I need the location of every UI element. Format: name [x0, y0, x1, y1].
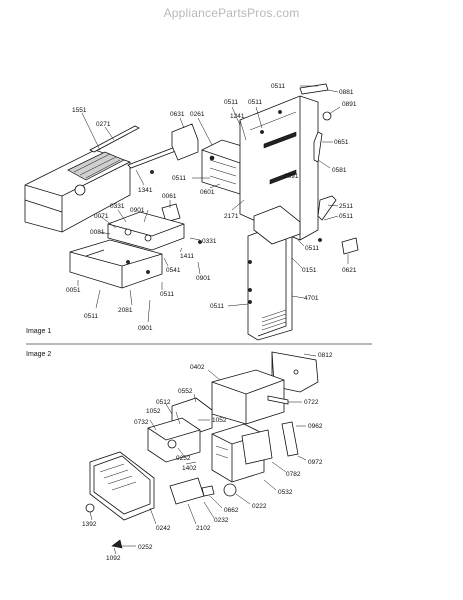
callout-1092: 1092	[106, 555, 121, 562]
callout-0722: 0722	[304, 399, 319, 406]
rod	[281, 421, 299, 457]
top-strip	[299, 83, 329, 95]
callout-1052-a: 1052	[146, 408, 161, 415]
callout-0331-b: 0331	[202, 238, 217, 245]
callout-4701: 4701	[304, 295, 319, 302]
callout-0261: 0261	[190, 111, 205, 118]
callout-0511-d: 0511	[172, 175, 186, 182]
callout-0651: 0651	[334, 139, 349, 146]
image-1-drawing: 0511 0881 0891 1551 0631 0271 0261 0511 …	[24, 83, 359, 341]
callout-1241: 1241	[230, 113, 245, 120]
bracket	[171, 123, 199, 161]
callout-0242: 0242	[156, 525, 171, 532]
switch	[341, 237, 359, 255]
callout-0252-b: 0252	[138, 544, 153, 551]
image-2-leaders	[89, 353, 317, 555]
actuator-plate	[253, 205, 301, 245]
callout-0532: 0532	[278, 489, 293, 496]
dispenser-mechanism	[107, 211, 185, 251]
watermark: AppliancePartsPros.com	[163, 6, 300, 20]
callout-1341: 1341	[138, 187, 153, 194]
chute-housing	[69, 239, 163, 289]
callout-2081: 2081	[118, 307, 133, 314]
callout-2102: 2102	[196, 525, 211, 532]
callout-0232: 0232	[214, 517, 229, 524]
callout-0331-a: 0331	[110, 203, 125, 210]
pin	[267, 395, 289, 405]
callout-0631: 0631	[170, 111, 185, 118]
ice-bucket	[24, 149, 131, 233]
tube	[313, 131, 323, 163]
callout-0901-c: 0901	[138, 325, 153, 332]
lower-bracket	[169, 477, 205, 505]
callout-1411: 1411	[180, 253, 194, 260]
image-1-label: Image 1	[26, 328, 52, 335]
callout-0552: 0552	[178, 388, 193, 395]
image-2-label: Image 2	[26, 351, 52, 358]
callout-0512: 0512	[156, 399, 171, 406]
callout-2091: 2091	[284, 173, 299, 180]
plate	[241, 429, 273, 465]
rear-panel	[239, 95, 319, 241]
image-2-drawing: 0402 0812 0552 0512 0722 1052 1052 0732 …	[82, 351, 333, 562]
clip	[201, 485, 215, 497]
callout-0511-a: 0511	[271, 83, 285, 90]
callout-0081: 0081	[90, 229, 105, 236]
callout-0511-c: 0511	[248, 99, 262, 106]
callout-0782: 0782	[286, 471, 301, 478]
callout-2171: 2171	[224, 213, 239, 220]
callout-0222: 0222	[252, 503, 267, 510]
callout-0051: 0051	[66, 287, 81, 294]
funnel-assembly	[147, 417, 201, 463]
screws	[126, 110, 322, 304]
callout-1551: 1551	[72, 107, 87, 114]
callout-0511-b: 0511	[224, 99, 238, 106]
callout-0732: 0732	[134, 419, 149, 426]
door-panel	[247, 221, 293, 341]
callout-0601: 0601	[200, 189, 215, 196]
callout-0541: 0541	[166, 267, 181, 274]
gear	[223, 483, 237, 497]
callout-0812: 0812	[318, 352, 333, 359]
callout-0252-a: 0252	[176, 455, 191, 462]
callout-0071: 0071	[94, 213, 109, 220]
callout-0972: 0972	[308, 459, 323, 466]
callout-0901-b: 0901	[196, 275, 211, 282]
callout-0962: 0962	[308, 423, 323, 430]
callout-0061: 0061	[162, 193, 177, 200]
callout-0271: 0271	[96, 121, 111, 128]
callout-0511-e: 0511	[339, 213, 353, 220]
callout-0511-g: 0511	[160, 291, 174, 298]
callout-1392: 1392	[82, 521, 97, 528]
callout-0151: 0151	[302, 267, 317, 274]
callout-0891: 0891	[342, 101, 357, 108]
image-2-callouts: 0402 0812 0552 0512 0722 1052 1052 0732 …	[82, 352, 333, 562]
auger-rod	[89, 125, 140, 153]
callout-0511-h: 0511	[84, 313, 98, 320]
callout-0901-a: 0901	[130, 207, 145, 214]
callout-0402: 0402	[190, 364, 205, 371]
callout-2511: 2511	[339, 203, 353, 210]
callout-1402: 1402	[182, 465, 197, 472]
callout-0581: 0581	[332, 167, 347, 174]
fill-tube	[317, 195, 337, 221]
callout-0511-i: 0511	[210, 303, 224, 310]
callout-1052-b: 1052	[212, 417, 227, 424]
button	[85, 503, 95, 513]
motor-mount	[161, 203, 181, 223]
image-1-callouts: 0511 0881 0891 1551 0631 0271 0261 0511 …	[66, 83, 357, 332]
image-1-leaders	[77, 85, 349, 323]
callout-0511-f: 0511	[305, 245, 319, 252]
spring	[111, 539, 123, 549]
dispenser-bezel	[89, 451, 155, 521]
callout-0621: 0621	[342, 267, 357, 274]
callout-0881: 0881	[339, 89, 354, 96]
callout-0662: 0662	[224, 507, 239, 514]
